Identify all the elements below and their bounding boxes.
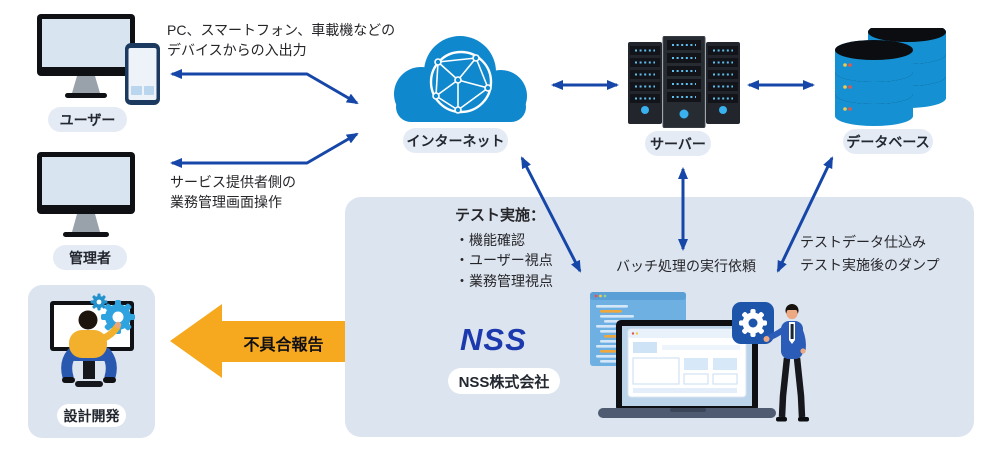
user-io-note: PC、スマートフォン、車載機などの デバイスからの入出力	[167, 20, 395, 60]
test-exec-item-1: ・機能確認	[455, 231, 525, 248]
presenter-person	[763, 304, 809, 422]
internet-label: インターネット	[403, 128, 508, 153]
user-io-line2: デバイスからの入出力	[167, 42, 307, 58]
database-label-text: データベース	[846, 133, 930, 150]
test-exec-item-2: ・ユーザー視点	[455, 252, 553, 268]
server-label-text: サーバー	[650, 135, 706, 152]
server-rack-icon	[628, 36, 740, 128]
developer-person	[61, 310, 122, 387]
browser-window	[627, 328, 747, 398]
nss-logo: NSS	[460, 322, 527, 358]
bug-report-text: 不具合報告	[243, 337, 324, 354]
nss-company-text: NSS株式会社	[458, 373, 550, 391]
database-label: データベース	[843, 129, 933, 154]
nss-logo-text: NSS	[460, 322, 527, 357]
arrow-admin-internet	[170, 132, 359, 168]
nss-testing-scene	[590, 292, 809, 422]
user-io-line1: PC、スマートフォン、車載機などの	[167, 22, 396, 38]
user-devices-icon	[37, 14, 160, 105]
user-label: ユーザー	[48, 107, 127, 132]
bug-report-label: 不具合報告	[222, 331, 345, 355]
internet-cloud-icon	[394, 36, 527, 122]
test-exec-note: テスト実施： ・機能確認 ・ユーザー視点 ・業務管理視点	[455, 206, 553, 291]
test-data-line1: テストデータ仕込み	[800, 234, 926, 250]
admin-label: 管理者	[53, 245, 127, 270]
test-exec-title: テスト実施：	[455, 207, 546, 224]
admin-monitor-icon	[37, 152, 135, 237]
gear-app-icon	[732, 302, 774, 344]
test-exec-item-3: ・業務管理視点	[455, 272, 553, 289]
user-label-text: ユーザー	[59, 111, 116, 128]
design-dev-label: 設計開発	[57, 404, 126, 427]
nss-company-label: NSS株式会社	[448, 368, 560, 394]
admin-label-text: 管理者	[69, 249, 111, 266]
admin-ops-line1: サービス提供者側の	[170, 174, 296, 190]
batch-request-text: バッチ処理の実行依頼	[616, 258, 756, 274]
internet-label-text: インターネット	[406, 132, 505, 149]
small-gear-icon	[90, 293, 108, 311]
design-dev-illustration	[50, 293, 135, 387]
server-label: サーバー	[645, 131, 711, 156]
admin-ops-note: サービス提供者側の 業務管理画面操作	[170, 172, 296, 212]
arrow-user-internet	[170, 69, 359, 105]
batch-request-note: バッチ処理の実行依頼	[616, 256, 756, 276]
test-data-note: テストデータ仕込み テスト実施後のダンプ	[800, 231, 940, 277]
admin-ops-line2: 業務管理画面操作	[170, 194, 282, 210]
design-dev-text: 設計開発	[63, 407, 120, 424]
test-data-line2: テスト実施後のダンプ	[800, 257, 940, 273]
database-icon	[835, 28, 946, 126]
